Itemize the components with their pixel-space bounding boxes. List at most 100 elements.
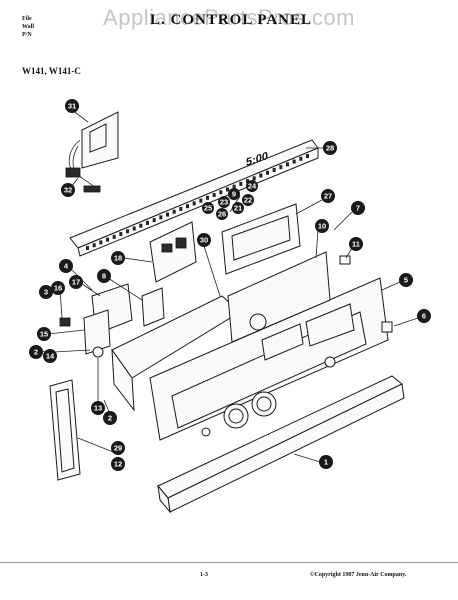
svg-text:16: 16: [54, 284, 62, 293]
rail-slot: [132, 226, 136, 231]
callout-10: 10: [315, 219, 329, 233]
svg-text:6: 6: [422, 312, 426, 321]
callout-2b: 2: [103, 411, 117, 425]
callout-21: 21: [232, 202, 244, 214]
meta-pn: P/N: [22, 32, 32, 38]
svg-text:23: 23: [220, 198, 228, 207]
rail-slot: [159, 215, 163, 220]
rail-slot: [272, 167, 276, 172]
rail-slot: [232, 184, 236, 189]
wire-harness: [65, 111, 119, 193]
callout-15: 15: [37, 327, 51, 341]
svg-text:21: 21: [234, 204, 242, 213]
rail-slot: [99, 240, 103, 245]
svg-text:2: 2: [34, 348, 38, 357]
rail-slot: [299, 156, 303, 161]
svg-text:15: 15: [40, 330, 48, 339]
rail-slot: [139, 223, 143, 228]
model-label: W141, W141-C: [22, 66, 81, 76]
rail-slot: [126, 229, 129, 234]
svg-text:26: 26: [218, 210, 226, 219]
rail-slot: [239, 181, 243, 186]
rail-slot: [286, 162, 289, 167]
callout-18: 18: [111, 251, 125, 265]
rail-slot: [112, 234, 116, 239]
rail-slot: [279, 165, 283, 170]
svg-text:5: 5: [404, 276, 408, 285]
rail-slot: [259, 173, 263, 178]
trim-channel: [157, 375, 405, 514]
rail-slot: [86, 246, 89, 250]
rail-slot: [166, 212, 169, 217]
rail-slot: [179, 206, 183, 211]
callout-29: 29: [111, 441, 125, 455]
back-bezel: [227, 251, 331, 343]
callout-9: 9: [228, 188, 240, 200]
svg-text:25: 25: [204, 204, 212, 213]
rail-slot: [219, 190, 223, 195]
spacer-part: [339, 255, 351, 265]
svg-text:29: 29: [114, 444, 122, 453]
callout-12: 12: [111, 457, 125, 471]
svg-text:7: 7: [356, 204, 360, 213]
meta-file: File: [22, 16, 32, 22]
callout-2a: 2: [29, 345, 43, 359]
svg-text:17: 17: [72, 278, 80, 287]
callout-5: 5: [399, 273, 413, 287]
callout-1: 1: [319, 455, 333, 469]
callout-4: 4: [59, 259, 73, 273]
meta-wall: Wall: [22, 24, 35, 30]
callout-16: 16: [51, 281, 65, 295]
rail-slot: [292, 159, 296, 164]
rail-slot: [246, 179, 249, 184]
rail-slot: [119, 232, 123, 237]
callout-3: 3: [39, 285, 53, 299]
switch-assembly: [59, 283, 133, 358]
svg-text:3: 3: [44, 288, 48, 297]
callout-8: 8: [97, 269, 111, 283]
rail-slot: [146, 220, 149, 225]
svg-text:12: 12: [114, 460, 122, 469]
rail-slot: [106, 237, 109, 242]
rail-slot: [186, 204, 189, 209]
control-panel: [149, 277, 389, 441]
svg-text:24: 24: [248, 182, 257, 191]
callout-13: 13: [91, 401, 105, 415]
copyright: ©Copyright 1987 Jenn-Air Company.: [310, 572, 407, 578]
svg-text:4: 4: [64, 262, 69, 271]
circuit-board: [141, 221, 197, 327]
svg-text:9: 9: [232, 190, 236, 199]
callout-11: 11: [349, 237, 363, 251]
rail-slot: [206, 195, 209, 200]
plug-part: [381, 321, 393, 333]
callout-17: 17: [69, 275, 83, 289]
rail-slot: [92, 243, 96, 248]
rail-slot: [226, 187, 229, 192]
callout-25: 25: [202, 202, 214, 214]
callout-27: 27: [321, 189, 335, 203]
svg-text:27: 27: [324, 192, 332, 201]
callout-30: 30: [197, 233, 211, 247]
svg-text:10: 10: [318, 222, 326, 231]
callout-14: 14: [43, 349, 57, 363]
callout-32: 32: [61, 183, 75, 197]
svg-text:30: 30: [200, 236, 208, 245]
svg-text:18: 18: [114, 254, 122, 263]
callout-28: 28: [323, 141, 337, 155]
callout-31: 31: [65, 99, 79, 113]
page-number: 1-3: [200, 572, 208, 578]
rail-slot: [252, 176, 256, 181]
rail-slot: [212, 193, 216, 198]
svg-text:1: 1: [324, 458, 328, 467]
callout-22: 22: [242, 194, 254, 206]
svg-text:2: 2: [108, 414, 112, 423]
callout-24: 24: [246, 180, 258, 192]
callout-23: 23: [218, 196, 230, 208]
rail-slot: [306, 154, 309, 158]
leader-lines: [37, 109, 419, 463]
callout-26: 26: [216, 208, 228, 220]
end-cap: [49, 379, 81, 481]
svg-text:31: 31: [68, 102, 76, 111]
rail-slot: [172, 209, 176, 214]
